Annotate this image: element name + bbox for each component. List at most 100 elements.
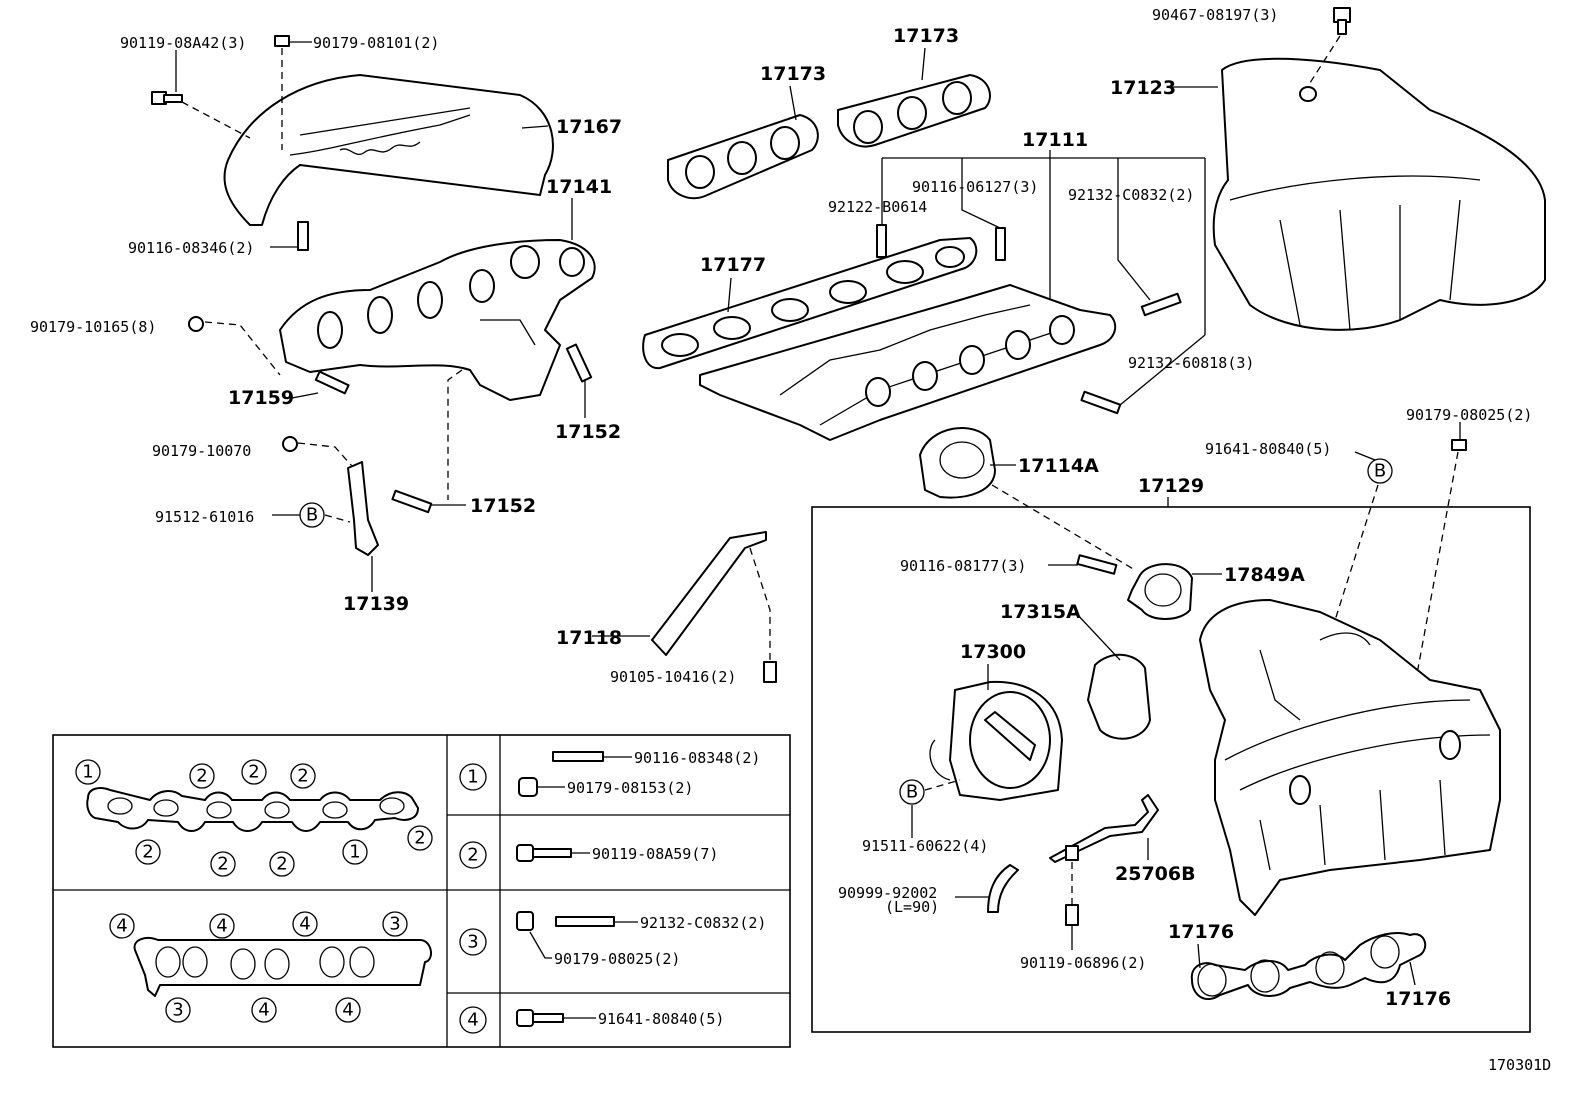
stud-90116-08346[interactable] [297, 221, 309, 251]
label-17139: 17139 [343, 593, 409, 615]
svg-text:2: 2 [467, 845, 478, 866]
svg-text:91641-80840(5): 91641-80840(5) [598, 1010, 724, 1028]
svg-text:4: 4 [299, 914, 310, 935]
bolt-90105-10416[interactable] [763, 661, 777, 683]
svg-text:B: B [306, 505, 318, 526]
stay-17118[interactable] [651, 531, 767, 656]
svg-text:2: 2 [196, 766, 207, 787]
nut-90179-10165[interactable] [188, 316, 204, 332]
label-17152-lower: 17152 [470, 495, 536, 517]
stud-17152-lower[interactable] [391, 489, 433, 514]
label-17159: 17159 [228, 387, 294, 409]
svg-text:2: 2 [414, 828, 425, 849]
intake-manifold-surge-tank[interactable] [1199, 599, 1501, 916]
label-91511-60622: 91511-60622(4) [862, 837, 988, 855]
svg-text:90119-08A59(7): 90119-08A59(7) [592, 845, 718, 863]
svg-text:4: 4 [342, 1000, 353, 1021]
stud-92122-B0614[interactable] [876, 224, 887, 258]
hose-90999-92002[interactable] [987, 864, 1019, 913]
label-17114A: 17114A [1018, 455, 1099, 477]
assembly-box-17129 [811, 506, 1531, 1033]
label-17111: 17111 [1022, 129, 1088, 151]
bolt-90467-08197[interactable] [1333, 7, 1351, 35]
label-92132-C0832: 92132-C0832(2) [1068, 186, 1194, 204]
label-17173-left: 17173 [760, 63, 826, 85]
svg-text:B: B [906, 782, 918, 803]
svg-text:3: 3 [172, 1000, 183, 1021]
label-90179-08101: 90179-08101(2) [313, 34, 439, 52]
intake-cover-17123[interactable] [1212, 57, 1546, 331]
part-17114A[interactable] [919, 427, 996, 499]
svg-text:1: 1 [82, 762, 93, 783]
gasket-17173-left[interactable] [667, 114, 819, 200]
label-90116-08346: 90116-08346(2) [128, 239, 254, 257]
label-17300: 17300 [960, 641, 1026, 663]
legend-row-4: 91641-80840(5) [516, 1009, 724, 1028]
intake-runner-17111[interactable] [699, 284, 1117, 441]
legend-markers: 1 2 2 2 2 2 2 1 2 4 4 4 3 3 4 4 1 2 3 4 [75, 759, 487, 1034]
label-17176-bottom: 17176 [1385, 988, 1451, 1010]
label-17123: 17123 [1110, 77, 1176, 99]
exhaust-manifold-17141[interactable] [279, 239, 596, 401]
diagram-id: 170301D [1488, 1056, 1551, 1074]
label-92122-B0614: 92122-B0614 [828, 198, 927, 216]
svg-text:4: 4 [116, 916, 127, 937]
marker-b-top [1367, 458, 1393, 484]
label-91512-61016: 91512-61016 [155, 508, 254, 526]
nut-90179-08025[interactable] [1451, 439, 1467, 451]
svg-text:4: 4 [467, 1010, 478, 1031]
heat-insulator-17167[interactable] [223, 74, 554, 226]
label-17129: 17129 [1138, 475, 1204, 497]
label-90467-08197: 90467-08197(3) [1152, 6, 1278, 24]
marker-b-bottom [899, 779, 925, 805]
label-17173-right: 17173 [893, 25, 959, 47]
label-17849A: 17849A [1224, 564, 1305, 586]
gasket-17176[interactable] [1190, 932, 1427, 1000]
label-17176-top: 17176 [1168, 921, 1234, 943]
svg-text:2: 2 [297, 766, 308, 787]
legend-gasket-lower [133, 937, 432, 997]
label-17315A: 17315A [1000, 601, 1081, 623]
label-90116-06127: 90116-06127(3) [912, 178, 1038, 196]
svg-text:90179-08025(2): 90179-08025(2) [554, 950, 680, 968]
label-17152-upper: 17152 [555, 421, 621, 443]
label-90179-10165: 90179-10165(8) [30, 318, 156, 336]
svg-text:90116-08348(2): 90116-08348(2) [634, 749, 760, 767]
throttle-body-17300[interactable] [929, 680, 1063, 801]
stud-92132-60818[interactable] [1080, 390, 1122, 415]
svg-text:90179-08153(2): 90179-08153(2) [567, 779, 693, 797]
legend-row-3: 92132-C0832(2) 90179-08025(2) [516, 911, 766, 968]
bolt-90119-06896[interactable] [1065, 904, 1079, 926]
bolt-90119-08A42[interactable] [151, 91, 183, 105]
stud-90116-08177[interactable] [1076, 554, 1118, 575]
svg-text:2: 2 [276, 854, 287, 875]
bracket-17139[interactable] [347, 461, 379, 556]
nut-90179-10070[interactable] [282, 436, 298, 452]
stud-17159[interactable] [314, 370, 350, 395]
label-17118: 17118 [556, 627, 622, 649]
label-17167: 17167 [556, 116, 622, 138]
stud-17152-upper[interactable] [565, 343, 593, 383]
legend-row-1: 90116-08348(2) 90179-08153(2) [518, 749, 760, 797]
label-90999-92002: 90999-92002 [838, 884, 937, 902]
legend-row-2: 90119-08A59(7) [516, 844, 718, 863]
label-17177: 17177 [700, 254, 766, 276]
svg-text:2: 2 [217, 854, 228, 875]
gasket-17849A[interactable] [1127, 563, 1193, 620]
label-90105-10416: 90105-10416(2) [610, 668, 736, 686]
label-L90: (L=90) [885, 898, 939, 916]
nut-90179-08101[interactable] [274, 35, 290, 47]
svg-text:B: B [1374, 461, 1386, 482]
svg-text:2: 2 [142, 842, 153, 863]
label-90179-10070: 90179-10070 [152, 442, 251, 460]
label-91641-80840: 91641-80840(5) [1205, 440, 1331, 458]
stud-90116-06127[interactable] [995, 227, 1006, 261]
gasket-17315A[interactable] [1087, 653, 1151, 740]
stud-92132-C0832[interactable] [1140, 292, 1182, 317]
pipe-25706B[interactable] [1049, 794, 1159, 863]
legend-gasket-upper [86, 787, 419, 832]
intake-gasket-17177[interactable] [642, 237, 978, 370]
gasket-17173-right[interactable] [837, 74, 991, 148]
svg-text:4: 4 [216, 916, 227, 937]
